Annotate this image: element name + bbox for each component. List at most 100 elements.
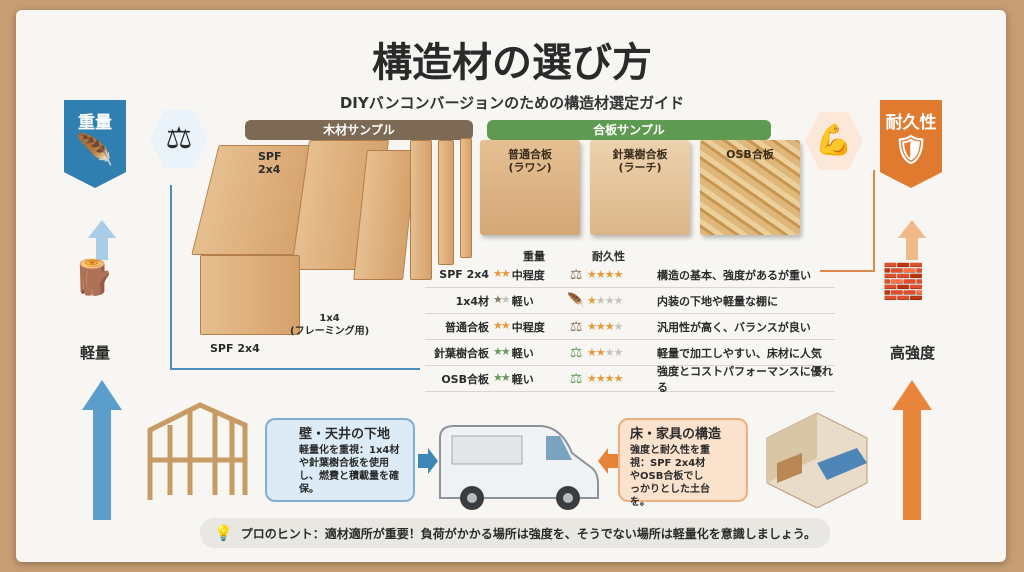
board-name: OSB合板 [726,148,774,161]
material-description: 汎用性が高く、バランスが良い [657,320,811,334]
scale-icon: ⚖ [150,110,208,168]
star-icon: ★ [500,266,511,280]
material-name: SPF 2x4 [439,268,489,281]
weight-text: 中程度 [511,268,545,282]
board-sub: (ラーチ) [618,161,662,174]
durability-rating: ★★★★ [587,346,647,359]
star-icon: ★ [500,318,511,332]
wall-ceiling-box: 壁・天井の下地 軽量化を重視：1x4材や針葉樹合板を使用し、燃費と積載量を確保。 [265,418,415,502]
weight-text: 軽い [511,294,534,308]
weight-rating: ★★中程度 [493,319,565,335]
connector-line [170,185,420,370]
weight-rating: ★★軽い [493,345,565,361]
star-icon: ★ [613,294,624,307]
1x4-label: 1x4 (フレーミング用) [290,313,370,337]
material-name: 1x4材 [455,294,489,308]
star-icon: ★ [587,294,597,307]
shield-icon: 🛡 [893,133,929,166]
star-icon: ★ [595,372,606,385]
star-icon: ★ [493,292,503,306]
star-icon: ★ [595,294,606,307]
weight-rating: ★★軽い [493,371,565,387]
star-icon: ★ [587,320,597,333]
weight-icon: ⚖ [569,318,583,335]
wall-ceiling-title: 壁・天井の下地 [299,427,391,442]
material-row: SPF 2x4 ★★中程度 ⚖ ★★★★ 構造の基本、強度があるが重い [425,262,835,288]
star-icon: ★ [500,292,511,306]
star-icon: ★ [604,346,615,359]
lumber-section-label: 木材サンプル [245,120,473,140]
material-row: 普通合板 ★★中程度 ⚖ ★★★★ 汎用性が高く、バランスが良い [425,314,835,340]
weight-badge-label: 重量 [78,113,112,133]
star-icon: ★ [493,344,503,358]
star-icon: ★ [604,320,615,333]
star-icon: ★ [613,320,624,333]
durability-rating: ★★★★ [587,372,647,385]
van-interior-illustration [766,412,868,508]
strength-label: 高強度 [890,344,936,362]
star-icon: ★ [500,370,511,384]
star-icon: ★ [604,372,615,385]
weight-rating: ★★中程度 [493,267,565,283]
arrow-right-icon [418,448,438,474]
feather-icon: 🪶 [76,133,114,168]
star-icon: ★ [613,268,624,281]
weight-column-header: 重量 [523,250,545,263]
heavy-stack-icon: 🧱 [882,262,925,302]
star-icon: ★ [493,266,503,280]
board-name: 針葉樹合板 [612,148,668,161]
material-row: 針葉樹合板 ★★軽い ⚖ ★★★★ 軽量で加工しやすい、床材に人気 [425,340,835,366]
durability-badge: 耐久性 🛡 [880,100,942,188]
weight-text: 軽い [511,372,534,386]
page-title: 構造材の選び方 [372,40,652,86]
material-description: 構造の基本、強度があるが重い [657,268,811,282]
wall-frame-icon [147,402,248,500]
star-icon: ★ [595,268,606,281]
feather-icon: 🪶 [567,292,585,309]
durability-rating: ★★★★ [587,294,647,307]
connector-line [820,170,875,272]
lightbulb-icon: 💡 [214,524,233,542]
weight-icon: ⚖ [569,266,583,283]
star-icon: ★ [595,346,606,359]
floor-furniture-text: 強度と耐久性を重視：SPF 2x4材やOSB合板でしっかりとした土台を。 [630,445,710,508]
floor-furniture-box: 床・家具の構造 強度と耐久性を重視：SPF 2x4材やOSB合板でしっかりとした… [618,418,748,508]
board-name: 普通合板 [508,148,552,161]
material-row: 1x4材 ★★軽い 🪶 ★★★★ 内装の下地や軽量な棚に [425,288,835,314]
star-icon: ★ [493,370,503,384]
material-name: 普通合板 [445,320,489,334]
star-icon: ★ [500,344,511,358]
material-description: 内装の下地や軽量な棚に [657,294,778,308]
material-name: 針葉樹合板 [434,346,489,360]
pro-tip-text: プロのヒント：適材適所が重要！負荷がかかる場所は強度を、そうでない場所は軽量化を… [240,526,816,541]
weight-text: 中程度 [511,320,545,334]
up-arrow-blue [82,220,122,520]
light-planks-icon: 🪵 [72,258,115,298]
spf-2x4-label: SPF 2x4 [258,150,282,176]
arrow-left-icon [598,448,618,474]
floor-furniture-title: 床・家具の構造 [630,427,722,442]
osb-board: OSB合板 [700,140,800,235]
weight-badge: 重量 🪶 [64,100,126,188]
plywood-larch-board: 針葉樹合板 (ラーチ) [590,140,690,235]
material-description: 軽量で加工しやすい、床材に人気 [657,346,822,360]
material-name: OSB合板 [441,372,489,386]
star-icon: ★ [587,372,597,385]
star-icon: ★ [587,346,597,359]
durability-column-header: 耐久性 [592,250,625,263]
star-icon: ★ [604,294,615,307]
wall-ceiling-text: 軽量化を重視：1x4材や針葉樹合板を使用し、燃費と積載量を確保。 [299,445,400,495]
star-icon: ★ [493,318,503,332]
weight-icon: ⚖ [569,370,583,387]
star-icon: ★ [604,268,615,281]
pro-tip-bar: 💡 プロのヒント：適材適所が重要！負荷がかかる場所は強度を、そうでない場所は軽量… [200,518,830,548]
thin-plank [438,140,454,265]
plywood-section-label: 合板サンプル [487,120,771,140]
spf-2x4-bottom-label: SPF 2x4 [210,342,260,355]
light-label: 軽量 [80,344,111,362]
muscle-icon: 💪 [805,112,863,170]
star-icon: ★ [595,320,606,333]
board-sub: (ラワン) [508,161,552,174]
weight-text: 軽い [511,346,534,360]
durability-rating: ★★★★ [587,268,647,281]
